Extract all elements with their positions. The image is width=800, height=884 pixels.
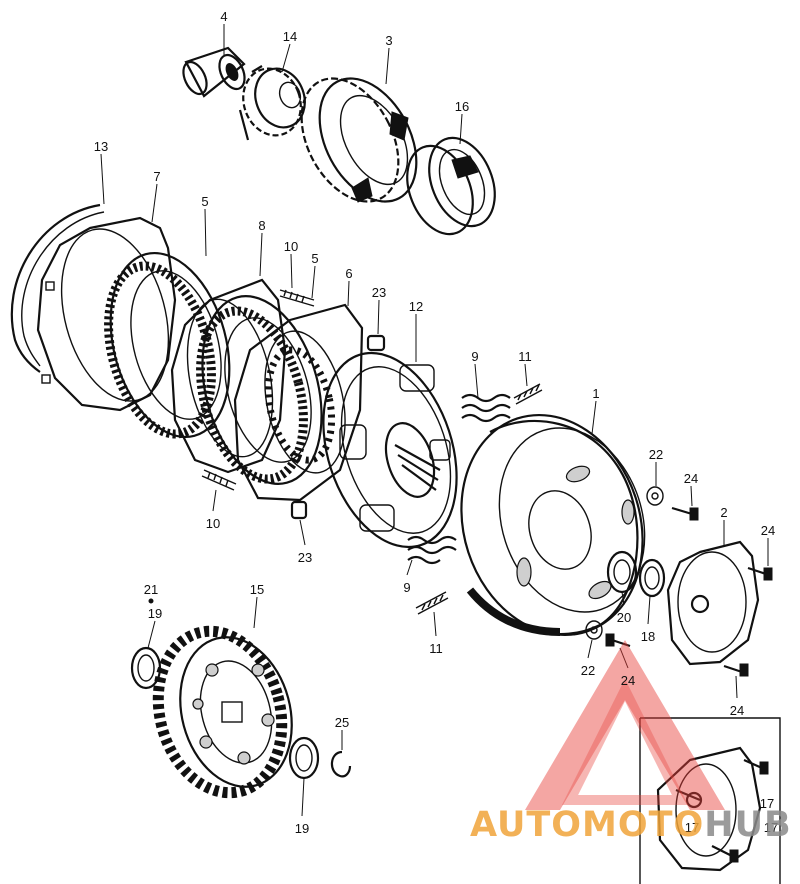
- part-label-p19b: 19: [295, 821, 309, 836]
- part-label-p11b: 11: [429, 641, 443, 656]
- watermark-part2: HUB: [704, 805, 791, 845]
- part-25-circlip: [330, 750, 352, 778]
- part-label-p22a: 22: [649, 447, 663, 462]
- watermark-part1: AUTOMOTO: [470, 805, 704, 845]
- part-label-p21: 21: [144, 582, 158, 597]
- part-11-pin-lower: [415, 591, 449, 615]
- part-label-p2: 2: [720, 505, 727, 520]
- part-18-oring: [638, 558, 666, 598]
- part-label-p5a: 5: [201, 194, 208, 209]
- part-label-p24d: 24: [730, 703, 744, 718]
- inset-alternate-cover: [639, 717, 781, 884]
- part-20-seal: [606, 550, 638, 594]
- part-label-p10b: 10: [206, 516, 220, 531]
- part-19-washer-lower: [288, 736, 320, 780]
- part-label-p1: 1: [592, 386, 599, 401]
- part-label-p17b: 17: [685, 820, 699, 835]
- part-label-p20: 20: [617, 610, 631, 625]
- part-label-p9b: 9: [403, 580, 410, 595]
- part-label-p25: 25: [335, 715, 349, 730]
- part-label-p3: 3: [385, 33, 392, 48]
- part-24-bolt-d: [723, 663, 749, 677]
- part-label-p17c: 17: [764, 820, 778, 835]
- part-22-washer-lower: [585, 620, 603, 640]
- part-9-spring-upper: [461, 393, 511, 423]
- part-label-p22b: 22: [581, 663, 595, 678]
- part-label-p9a: 9: [471, 349, 478, 364]
- part-12-clutch-center: [322, 351, 458, 549]
- part-13-snap-ring: [10, 203, 105, 373]
- part-23-block-upper: [366, 334, 386, 352]
- part-label-p6: 6: [345, 266, 352, 281]
- leader-lines: [100, 24, 769, 817]
- part-2-cover-plate: [666, 540, 760, 666]
- part-14-small-gear: [238, 65, 306, 141]
- part-7-clutch-plate: [36, 216, 177, 412]
- part-label-p14: 14: [283, 29, 297, 44]
- part-1-clutch-housing: [460, 413, 646, 637]
- part-10-pin-upper: [279, 289, 315, 307]
- part-label-p8: 8: [258, 218, 265, 233]
- part-10-pin-lower: [201, 469, 237, 491]
- part-8-plate: [170, 278, 287, 474]
- part-5-friction-disc-b: [196, 295, 323, 485]
- part-label-p5b: 5: [311, 251, 318, 266]
- watermark-logo-icon: [525, 640, 725, 810]
- part-24-bolt-c: [605, 633, 631, 648]
- part-label-p17a: 17: [760, 796, 774, 811]
- part-4-bushing: [182, 46, 246, 98]
- part-label-p11a: 11: [518, 349, 532, 364]
- part-16-collar: [406, 136, 496, 236]
- part-23-block-lower: [290, 500, 308, 520]
- part-label-p24b: 24: [761, 523, 775, 538]
- part-15-driven-gear: [152, 625, 293, 799]
- part-label-p7: 7: [153, 169, 160, 184]
- part-label-p24a: 24: [684, 471, 698, 486]
- part-label-p24c: 24: [621, 673, 635, 688]
- part-label-p13: 13: [94, 139, 108, 154]
- part-label-p23b: 23: [298, 550, 312, 565]
- part-11-pin-upper: [513, 383, 543, 405]
- part-24-bolt-b: [747, 566, 773, 581]
- part-3-drive-gear: [300, 77, 418, 203]
- part-21-dot: [148, 598, 154, 604]
- part-label-p12: 12: [409, 299, 423, 314]
- part-label-p15: 15: [250, 582, 264, 597]
- part-label-p16: 16: [455, 99, 469, 114]
- part-19-washer-upper: [130, 646, 162, 690]
- part-22-washer-upper: [646, 486, 664, 506]
- part-label-p19a: 19: [148, 606, 162, 621]
- part-label-p10a: 10: [284, 239, 298, 254]
- part-24-bolt-a: [671, 506, 699, 521]
- part-label-p4: 4: [220, 9, 227, 24]
- watermark-text: AUTOMOTOHUB: [470, 805, 792, 845]
- part-9-spring-lower: [407, 535, 457, 565]
- part-label-p18: 18: [641, 629, 655, 644]
- part-label-p23a: 23: [372, 285, 386, 300]
